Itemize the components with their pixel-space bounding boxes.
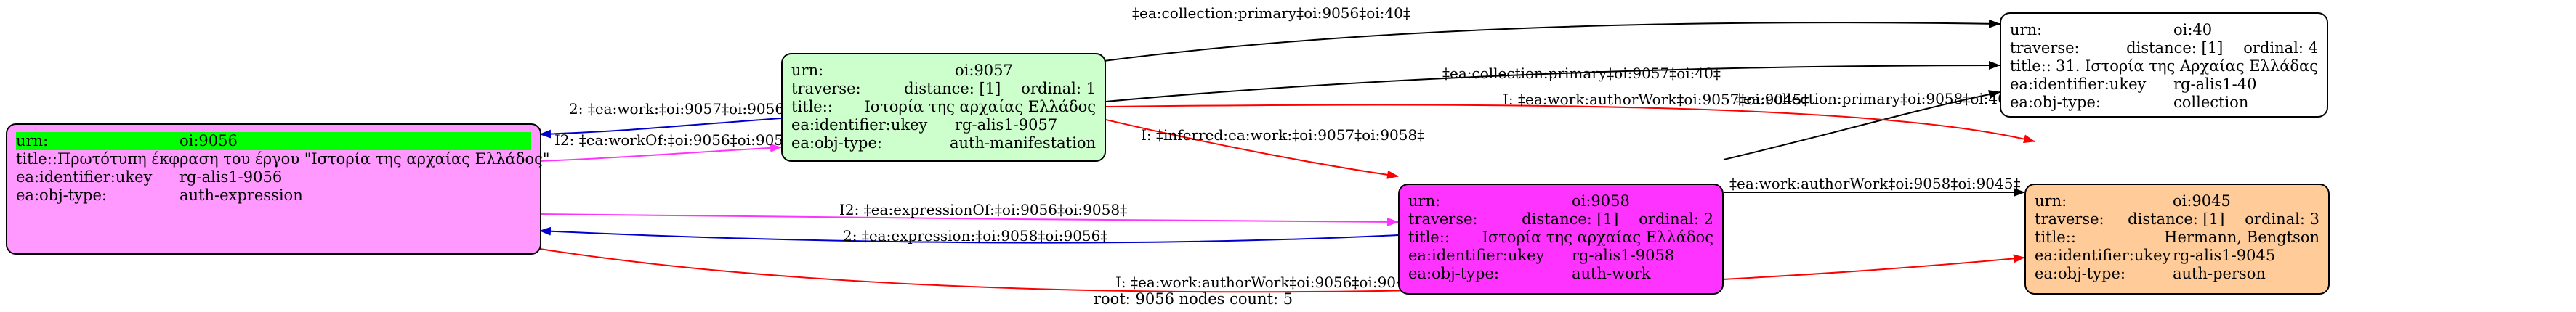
edge-label-9057-40: ‡ea:collection:primary‡oi:9057‡oi:40‡ bbox=[1442, 65, 1721, 82]
node-9056[interactable]: urn: oi:9056 title:: Πρωτότυπη έκφραση τ… bbox=[6, 123, 550, 255]
node-row-title: title:: Πρωτότυπη έκφραση του έργου "Ιστ… bbox=[16, 150, 550, 168]
node-row-traverse: traverse: distance: [1] ordinal: 2 bbox=[1408, 210, 1713, 228]
edge-9058-9056-expression bbox=[539, 226, 1399, 244]
edge-label-9057-9058: I: ‡inferred:ea:work:‡oi:9057‡oi:9058‡ bbox=[1141, 126, 1424, 144]
edge-9056-9057-workof bbox=[539, 143, 782, 162]
edge-9058-40 bbox=[1723, 90, 2000, 160]
node-row-traverse: traverse: distance: [1] ordinal: 4 bbox=[2010, 39, 2318, 57]
edge-label-9057-9056: 2: ‡ea:work:‡oi:9057‡oi:9056‡ bbox=[569, 100, 791, 118]
node-row-urn: urn: oi:9045 bbox=[2035, 192, 2231, 210]
node-40[interactable]: urn: oi:40 traverse: distance: [1] ordin… bbox=[2000, 12, 2328, 118]
node-row-urn: urn: oi:9056 bbox=[16, 132, 531, 150]
edge-label-9057-9045: I: ‡ea:work:authorWork‡oi:9057‡oi:9045‡ bbox=[1503, 91, 1809, 108]
edge-9057-9056-work bbox=[539, 118, 782, 139]
node-row-identifier: ea:identifier:ukey rg-alis1-40 bbox=[2010, 75, 2257, 93]
node-row-urn: urn: oi:9057 bbox=[791, 62, 1013, 79]
node-row-objtype: ea:obj-type: auth-person bbox=[2035, 265, 2266, 282]
node-row-objtype: ea:obj-type: auth-expression bbox=[16, 186, 303, 204]
node-row-title: title:: 31. Ιστορία της Αρχαίας Ελλάδας bbox=[2010, 57, 2318, 75]
graph-footer: root: 9056 nodes count: 5 bbox=[1094, 290, 1293, 308]
edge-label-9058-9056: 2: ‡ea:expression:‡oi:9058‡oi:9056‡ bbox=[843, 227, 1107, 245]
node-row-traverse: traverse: distance: [1] ordinal: 1 bbox=[791, 80, 1096, 97]
edge-9056-9045 bbox=[539, 248, 2025, 293]
edge-9057-9058-inferred bbox=[1105, 119, 1399, 179]
node-row-objtype: ea:obj-type: auth-manifestation bbox=[791, 134, 1096, 152]
node-row-traverse: traverse: distance: [1] ordinal: 3 bbox=[2035, 210, 2319, 228]
edge-label-9056-9058: I2: ‡ea:expressionOf:‡oi:9056‡oi:9058‡ bbox=[839, 201, 1127, 218]
node-row-title: title:: Hermann, Bengtson bbox=[2035, 229, 2319, 246]
edge-label-9056-9045: I: ‡ea:work:authorWork‡oi:9056‡oi:9045‡ bbox=[1115, 274, 1421, 291]
node-row-title: title:: Ιστορία της αρχαίας Ελλάδος bbox=[791, 98, 1096, 115]
edge-label-9056-40: ‡ea:collection:primary‡oi:9056‡oi:40‡ bbox=[1132, 4, 1410, 22]
edge-label-9058-9045: ‡ea:work:authorWork‡oi:9058‡oi:9045‡ bbox=[1729, 175, 2020, 192]
node-9045[interactable]: urn: oi:9045 traverse: distance: [1] ord… bbox=[2024, 184, 2330, 295]
node-row-urn: urn: oi:40 bbox=[2010, 21, 2213, 38]
node-row-objtype: ea:obj-type: auth-work bbox=[1408, 265, 1651, 282]
node-row-title: title:: Ιστορία της αρχαίας Ελλάδος bbox=[1408, 229, 1713, 246]
edge-9057-9045 bbox=[1105, 104, 2035, 144]
edge-label-9058-40: ‡ea:collection:primary‡oi:9058‡oi:40‡ bbox=[1736, 90, 2014, 107]
node-9057[interactable]: urn: oi:9057 traverse: distance: [1] ord… bbox=[781, 53, 1106, 162]
node-row-identifier: ea:identifier:ukey rg-alis1-9057 bbox=[791, 116, 1058, 134]
node-row-identifier: ea:identifier:ukey rg-alis1-9045 bbox=[2035, 247, 2276, 264]
node-row-objtype: ea:obj-type: collection bbox=[2010, 94, 2249, 111]
node-row-urn: urn: oi:9058 bbox=[1408, 192, 1630, 210]
node-9058[interactable]: urn: oi:9058 traverse: distance: [1] ord… bbox=[1398, 184, 1724, 295]
edge-9056-9058-expressionof bbox=[539, 213, 1399, 226]
node-row-identifier: ea:identifier:ukey rg-alis1-9058 bbox=[1408, 247, 1675, 264]
edge-label-9056-9057: I2: ‡ea:workOf:‡oi:9056‡oi:9057‡ bbox=[554, 131, 800, 149]
edge-9057-40 bbox=[1105, 61, 2000, 102]
node-row-identifier: ea:identifier:ukey rg-alis1-9056 bbox=[16, 168, 283, 186]
